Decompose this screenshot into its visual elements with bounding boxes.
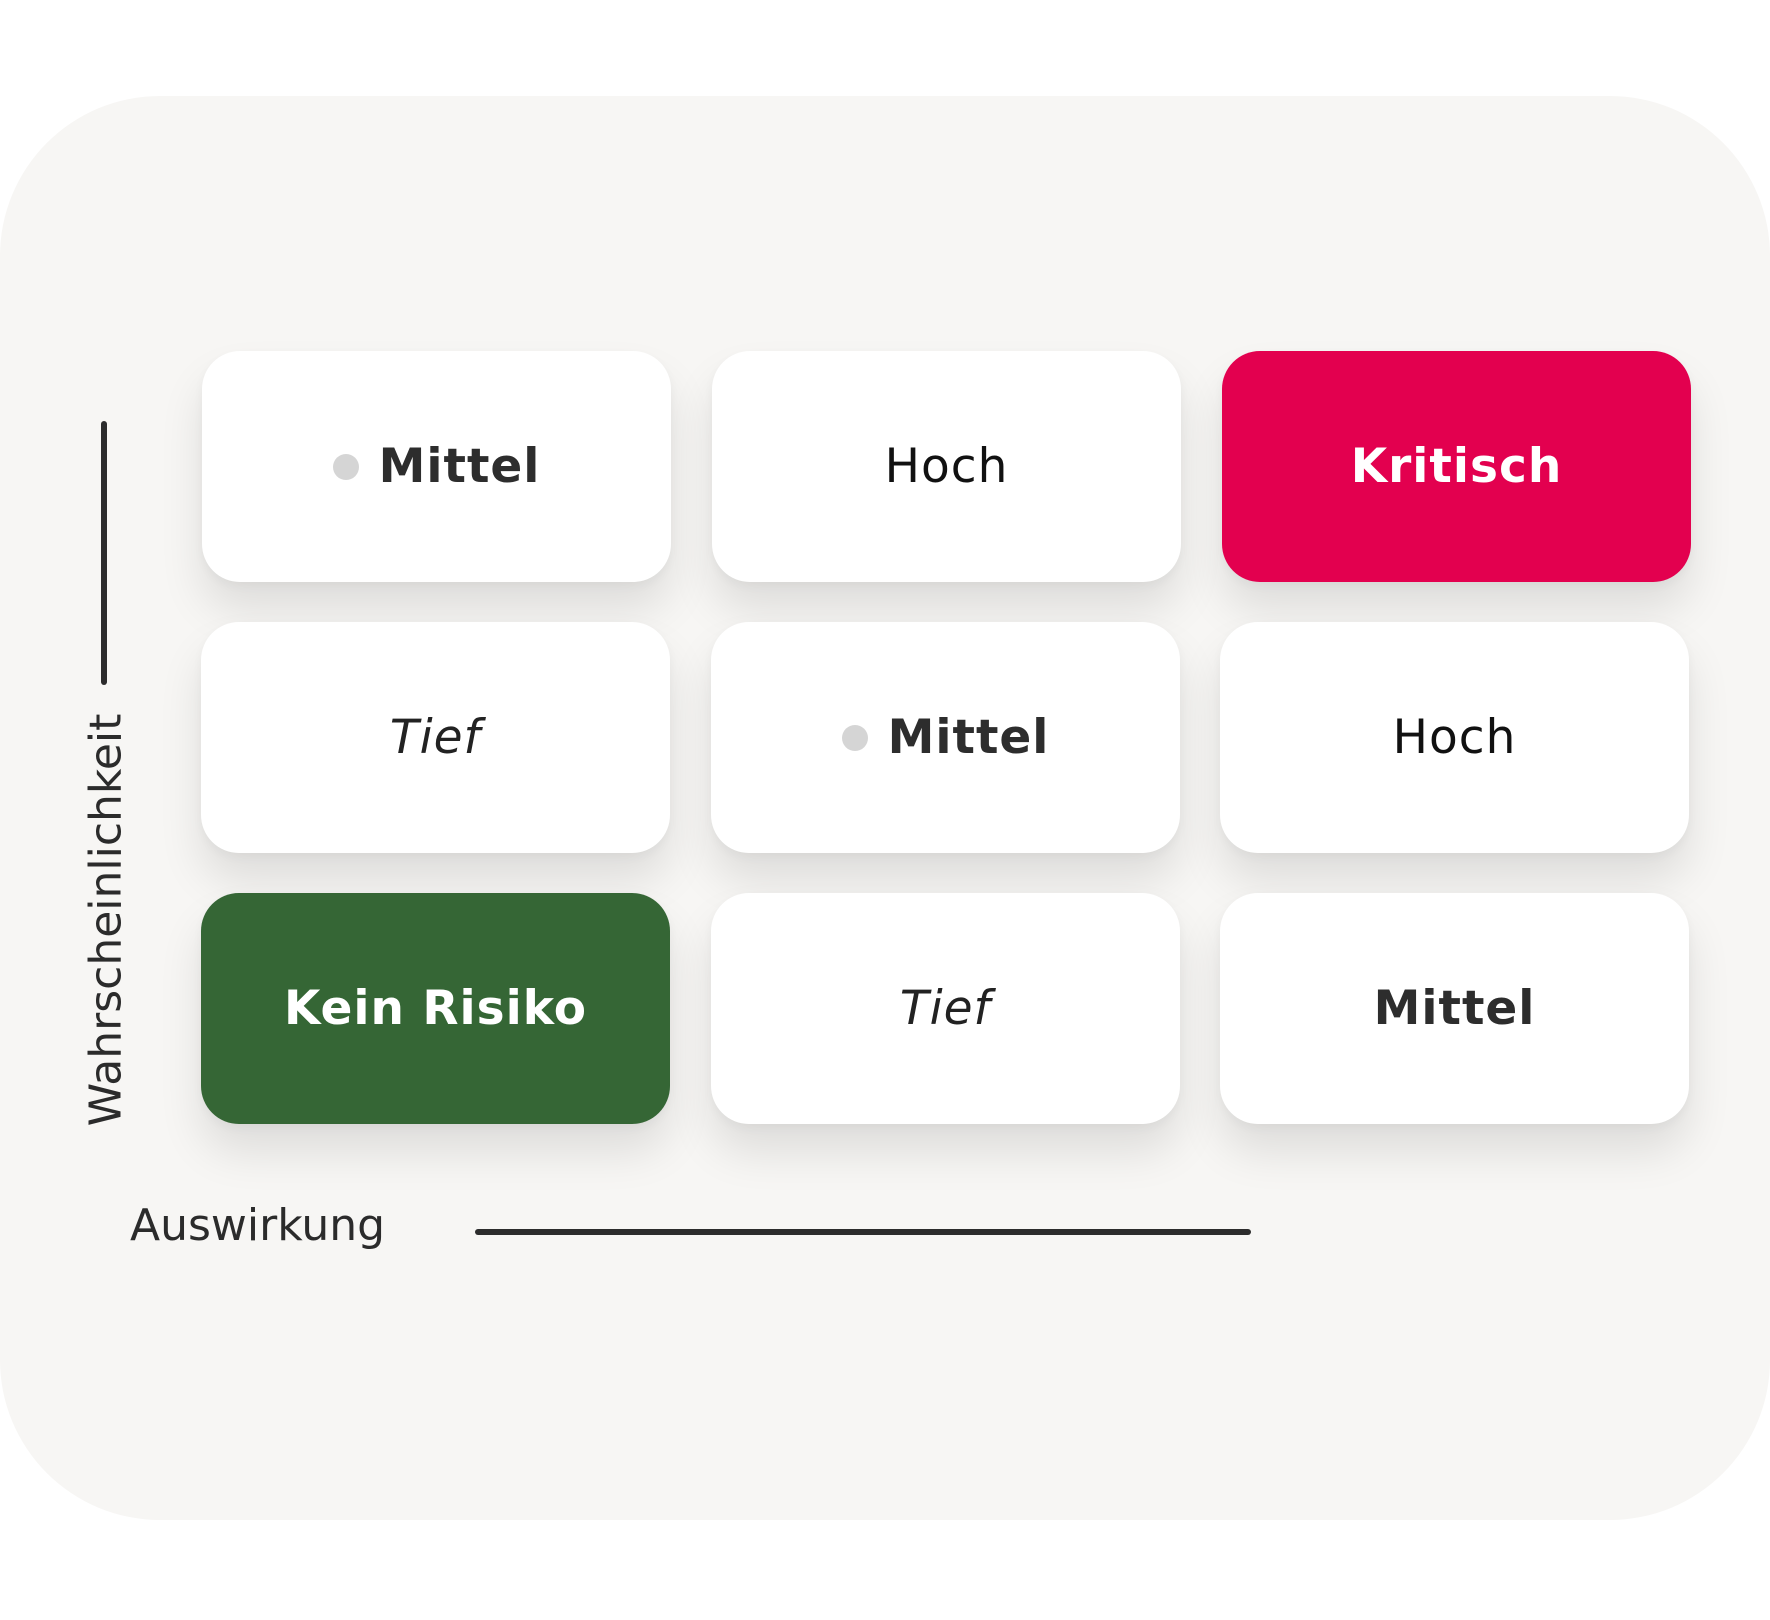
cell-label: Mittel xyxy=(887,710,1050,765)
cell-label: Mittel xyxy=(378,439,541,494)
y-axis-label: Wahrscheinlichkeit xyxy=(80,713,132,1127)
matrix-cell-r1-c2: Hoch xyxy=(712,351,1181,582)
cell-label: Kritisch xyxy=(1350,439,1563,494)
matrix-cell-r2-c2: Mittel xyxy=(711,622,1180,853)
matrix-cell-r3-c2: Tief xyxy=(711,893,1180,1124)
dot-marker-icon xyxy=(332,453,359,480)
matrix-cell-r3-c1: Kein Risiko xyxy=(201,893,670,1124)
x-axis-line xyxy=(475,1229,1251,1235)
matrix-cell-r2-c1: Tief xyxy=(201,622,670,853)
y-axis-line xyxy=(101,421,107,685)
cell-label: Tief xyxy=(389,710,482,765)
cell-label: Kein Risiko xyxy=(283,981,588,1036)
cell-label: Hoch xyxy=(884,439,1009,494)
cell-label: Mittel xyxy=(1373,981,1536,1036)
matrix-cell-r3-c3: Mittel xyxy=(1220,893,1689,1124)
matrix-cell-r1-c1: Mittel xyxy=(202,351,671,582)
dot-marker-icon xyxy=(841,724,868,751)
matrix-cell-r2-c3: Hoch xyxy=(1220,622,1689,853)
cell-label: Hoch xyxy=(1392,710,1517,765)
matrix-cell-r1-c3: Kritisch xyxy=(1222,351,1691,582)
x-axis-label: Auswirkung xyxy=(130,1200,386,1251)
cell-label: Tief xyxy=(899,981,992,1036)
